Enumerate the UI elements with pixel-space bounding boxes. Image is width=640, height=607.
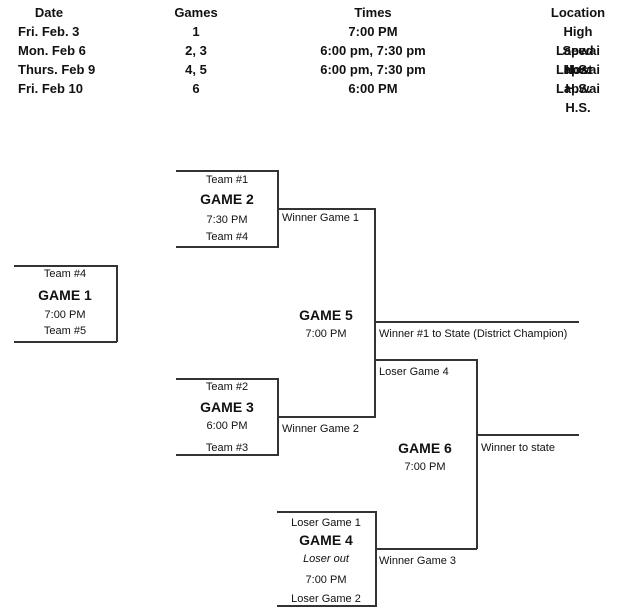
bracket-line (374, 321, 579, 323)
row-location: Lapwai H.S. (555, 81, 601, 115)
game-2-time: 7:30 PM (206, 214, 248, 226)
bracket-line (176, 246, 279, 248)
game-1-bottom-team: Team #5 (43, 325, 87, 337)
game-6-time: 7:00 PM (404, 461, 446, 473)
bracket-line (476, 434, 579, 436)
game-4-time: 7:00 PM (305, 574, 347, 586)
header-times: Times (354, 5, 392, 20)
game-3-time: 6:00 PM (206, 420, 248, 432)
game-5-loser-label: Loser Game 4 (379, 366, 449, 378)
game-6-winner-label: Winner to state (481, 442, 555, 454)
game-5-time: 7:00 PM (305, 328, 347, 340)
bracket-line (277, 208, 376, 210)
row-times: 6:00 PM (348, 81, 398, 96)
row-times: 6:00 pm, 7:30 pm (320, 62, 426, 77)
row-times: 7:00 PM (348, 24, 398, 39)
row-location: High Seed Host (562, 24, 594, 77)
game-2-output-label: Winner Game 1 (282, 212, 360, 224)
bracket-line (14, 265, 117, 267)
bracket-line (14, 341, 117, 343)
header-games: Games (174, 5, 218, 20)
row-location: Lapwai H.S. (555, 43, 601, 77)
game-4-note: Loser out (303, 553, 349, 565)
header-date: Date (34, 5, 64, 20)
row-times: 6:00 pm, 7:30 pm (320, 43, 426, 58)
game-3-output-label: Winner Game 2 (282, 423, 360, 435)
game-1-time: 7:00 PM (44, 309, 86, 321)
row-games: 2, 3 (185, 43, 207, 58)
bracket-line (277, 511, 377, 513)
row-date: Fri. Feb. 3 (18, 24, 80, 39)
bracket-line (176, 378, 279, 380)
bracket-line (277, 605, 377, 607)
row-date: Thurs. Feb 9 (18, 62, 96, 77)
game-4-title: GAME 4 (299, 532, 353, 548)
game-5-title: GAME 5 (299, 307, 353, 323)
row-date: Fri. Feb 10 (18, 81, 84, 96)
bracket-line (116, 265, 118, 342)
game-3-bottom-team: Team #3 (205, 442, 249, 454)
game-5-winner-label: Winner #1 to State (District Champion) (379, 328, 568, 340)
row-games: 1 (192, 24, 200, 39)
bracket-line (176, 454, 279, 456)
row-date: Mon. Feb 6 (18, 43, 86, 58)
bracket-line (476, 359, 478, 549)
game-3-title: GAME 3 (200, 399, 254, 415)
bracket-line (375, 548, 477, 550)
game-4-bottom-team: Loser Game 2 (291, 593, 361, 605)
bracket-line (375, 511, 377, 606)
game-3-top-team: Team #2 (205, 381, 249, 393)
game-4-output-label: Winner Game 3 (379, 555, 457, 567)
game-2-top-team: Team #1 (205, 174, 249, 186)
game-2-title: GAME 2 (200, 191, 254, 207)
game-6-title: GAME 6 (398, 440, 452, 456)
bracket-line (277, 416, 376, 418)
game-1-top-team: Team #4 (43, 268, 87, 280)
game-4-top-team: Loser Game 1 (291, 517, 361, 529)
bracket-line (374, 208, 376, 417)
row-games: 4, 5 (185, 62, 207, 77)
game-1-title: GAME 1 (38, 287, 92, 303)
header-location: Location (550, 5, 606, 20)
row-games: 6 (192, 81, 200, 96)
bracket-line (176, 170, 279, 172)
bracket-line (374, 359, 477, 361)
game-2-bottom-team: Team #4 (205, 231, 249, 243)
row-location: Lapwai H.S. (555, 62, 601, 96)
